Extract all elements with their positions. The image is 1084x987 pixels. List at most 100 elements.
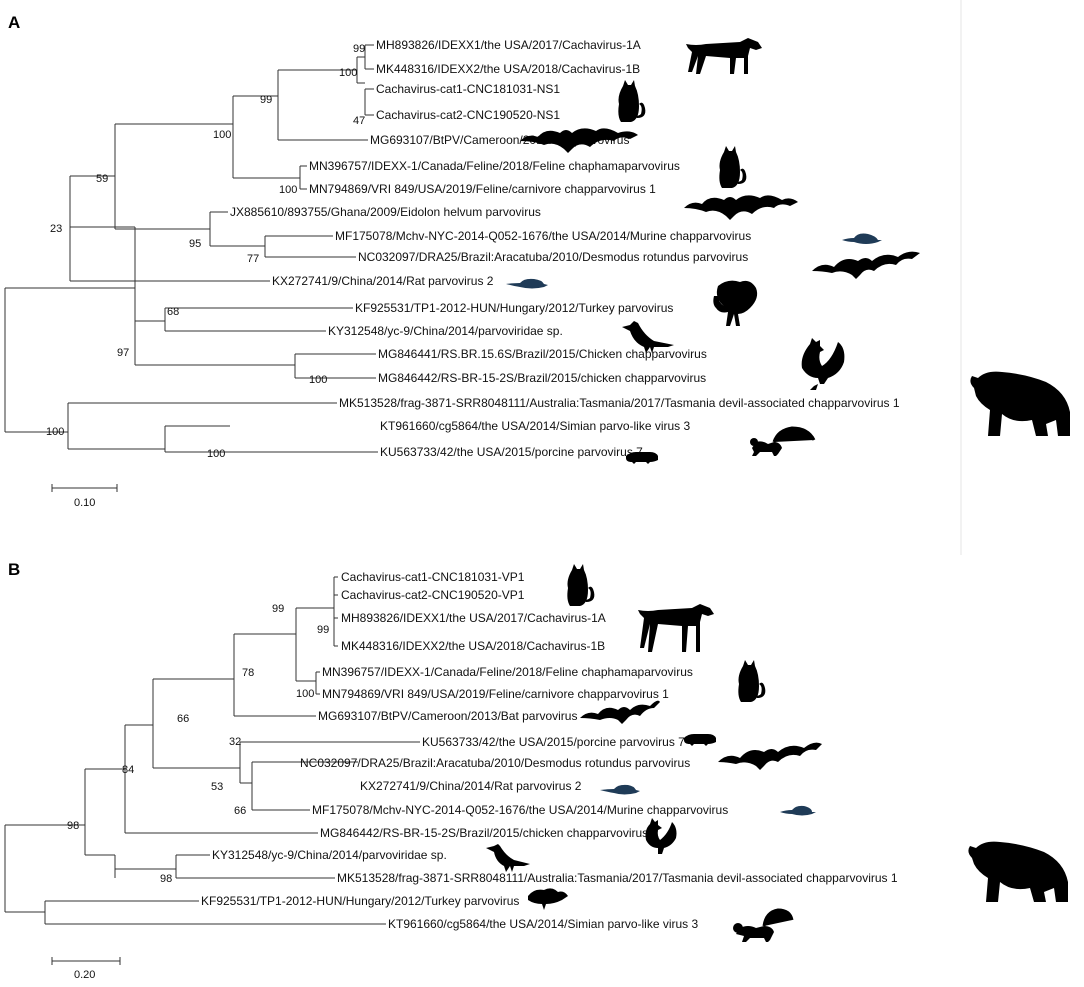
tip-label: MG846442/RS-BR-15-2S/Brazil/2015/chicken… <box>320 826 648 840</box>
bird-silhouette <box>622 321 674 353</box>
tip-label: NC032097/DRA25/Brazil:Aracatuba/2010/Des… <box>300 756 690 770</box>
bootstrap-value: 59 <box>96 173 108 185</box>
tip-label: MG693107/BtPV/Cameroon/2013/Bat parvovir… <box>318 709 577 723</box>
tip-label: KF925531/TP1-2012-HUN/Hungary/2012/Turke… <box>355 301 673 315</box>
tip-label: KF925531/TP1-2012-HUN/Hungary/2012/Turke… <box>201 894 519 908</box>
tip-label: KY312548/yc-9/China/2014/parvoviridae sp… <box>328 324 563 338</box>
tip-label: KX272741/9/China/2014/Rat parvovirus 2 <box>272 274 494 288</box>
bootstrap-value: 100 <box>296 688 314 700</box>
bat-silhouette <box>580 700 660 724</box>
bootstrap-value: 84 <box>122 764 134 776</box>
panel-b-label: B <box>8 560 20 579</box>
bat-silhouette <box>520 128 638 153</box>
tip-label: MH893826/IDEXX1/the USA/2017/Cachavirus-… <box>376 38 641 52</box>
bear-silhouette <box>970 371 1070 436</box>
rat-silhouette <box>506 278 548 289</box>
bootstrap-value: 99 <box>317 624 329 636</box>
bootstrap-value: 53 <box>211 781 223 793</box>
monkey-silhouette <box>733 908 794 942</box>
cat-silhouette <box>738 660 766 702</box>
bootstrap-value: 99 <box>272 603 284 615</box>
bird-silhouette <box>486 844 530 872</box>
panel-a-bootstrap-values: 99 100 47 99 100 100 59 95 77 23 68 97 1… <box>46 43 365 460</box>
pig-silhouette <box>626 452 658 464</box>
cat-silhouette <box>719 146 747 188</box>
dog-silhouette <box>638 604 714 652</box>
turkey-silhouette <box>713 280 758 326</box>
pig-silhouette <box>684 734 716 746</box>
tip-label: MN794869/VRI 849/USA/2019/Feline/carnivo… <box>309 182 656 196</box>
tip-label: KY312548/yc-9/China/2014/parvoviridae sp… <box>212 848 447 862</box>
tip-label: MN396757/IDEXX-1/Canada/Feline/2018/Feli… <box>322 665 693 679</box>
bootstrap-value: 97 <box>117 347 129 359</box>
dog-silhouette <box>686 38 762 74</box>
tip-label: MK448316/IDEXX2/the USA/2018/Cachavirus-… <box>341 639 605 653</box>
monkey-silhouette <box>750 426 816 456</box>
bootstrap-value: 98 <box>67 820 79 832</box>
bootstrap-value: 100 <box>309 374 327 386</box>
tip-label: Cachavirus-cat1-CNC181031-VP1 <box>341 570 525 584</box>
tip-label: KU563733/42/the USA/2015/porcine parvovi… <box>422 735 685 749</box>
panel-a-branches <box>4 44 378 453</box>
tip-label: MN794869/VRI 849/USA/2019/Feline/carnivo… <box>322 687 669 701</box>
panel-a-label: A <box>8 13 20 32</box>
bootstrap-value: 99 <box>353 43 365 55</box>
bootstrap-value: 47 <box>353 115 365 127</box>
bootstrap-value: 68 <box>167 306 179 318</box>
bootstrap-value: 98 <box>160 873 172 885</box>
panel-a-scale-bar: 0.10 <box>51 484 118 509</box>
tip-label: MF175078/Mchv-NYC-2014-Q052-1676/the USA… <box>312 803 728 817</box>
bootstrap-value: 66 <box>234 805 246 817</box>
bootstrap-value: 100 <box>279 184 297 196</box>
cat-silhouette <box>567 564 595 606</box>
tip-label: Cachavirus-cat2-CNC190520-VP1 <box>341 588 525 602</box>
tip-label: MK448316/IDEXX2/the USA/2018/Cachavirus-… <box>376 62 640 76</box>
bootstrap-value: 100 <box>46 426 64 438</box>
bootstrap-value: 78 <box>242 667 254 679</box>
bootstrap-value: 95 <box>189 238 201 250</box>
tip-label: Cachavirus-cat1-CNC181031-NS1 <box>376 82 560 96</box>
tip-label: KT961660/cg5864/the USA/2014/Simian parv… <box>388 917 699 931</box>
bootstrap-value: 23 <box>50 223 62 235</box>
tip-label: MG846442/RS-BR-15-2S/Brazil/2015/chicken… <box>378 371 706 385</box>
scale-bar-label: 0.20 <box>74 969 95 981</box>
panel-b-branches <box>4 576 420 925</box>
tip-label: MK513528/frag-3871-SRR8048111/Australia:… <box>337 871 898 885</box>
turkey-silhouette <box>528 888 568 910</box>
tip-label: MG846441/RS.BR.15.6S/Brazil/2015/Chicken… <box>378 347 707 361</box>
tip-label: KT961660/cg5864/the USA/2014/Simian parv… <box>380 419 691 433</box>
panel-a: A MH89382 <box>4 13 1070 509</box>
tip-label: KX272741/9/China/2014/Rat parvovirus 2 <box>360 779 582 793</box>
rat-silhouette <box>600 784 640 795</box>
tip-label: Cachavirus-cat2-CNC190520-NS1 <box>376 108 560 122</box>
scale-bar-label: 0.10 <box>74 497 95 509</box>
mouse-silhouette <box>842 233 882 244</box>
bootstrap-value: 100 <box>207 448 225 460</box>
bootstrap-value: 100 <box>213 129 231 141</box>
tip-label: MF175078/Mchv-NYC-2014-Q052-1676/the USA… <box>335 229 751 243</box>
panel-b-bootstrap-values: 99 99 78 100 66 32 53 66 84 98 98 <box>67 603 329 885</box>
bat-silhouette <box>812 251 920 279</box>
bootstrap-value: 100 <box>339 67 357 79</box>
panel-b-tip-labels: Cachavirus-cat1-CNC181031-VP1 Cachavirus… <box>201 570 898 931</box>
tip-label: MN396757/IDEXX-1/Canada/Feline/2018/Feli… <box>309 159 680 173</box>
bat-silhouette <box>684 195 798 220</box>
panel-b-host-icons <box>486 564 1068 942</box>
panel-a-host-icons <box>506 38 1070 464</box>
panel-b-scale-bar: 0.20 <box>51 957 121 981</box>
bootstrap-value: 66 <box>177 713 189 725</box>
chicken-silhouette <box>801 338 845 390</box>
cat-silhouette <box>618 80 646 122</box>
bootstrap-value: 32 <box>229 736 241 748</box>
panel-b: B Cachavirus-cat1-CNC181031-VP1 <box>4 560 1068 981</box>
mouse-silhouette <box>780 805 816 816</box>
panel-a-tip-labels: MH893826/IDEXX1/the USA/2017/Cachavirus-… <box>230 38 900 459</box>
chicken-silhouette <box>645 818 677 854</box>
bat-silhouette <box>718 742 822 770</box>
tip-label: JX885610/893755/Ghana/2009/Eidolon helvu… <box>230 205 541 219</box>
tip-label: MH893826/IDEXX1/the USA/2017/Cachavirus-… <box>341 611 606 625</box>
bootstrap-value: 77 <box>247 253 259 265</box>
bear-silhouette <box>968 841 1068 902</box>
tip-label: MK513528/frag-3871-SRR8048111/Australia:… <box>339 396 900 410</box>
